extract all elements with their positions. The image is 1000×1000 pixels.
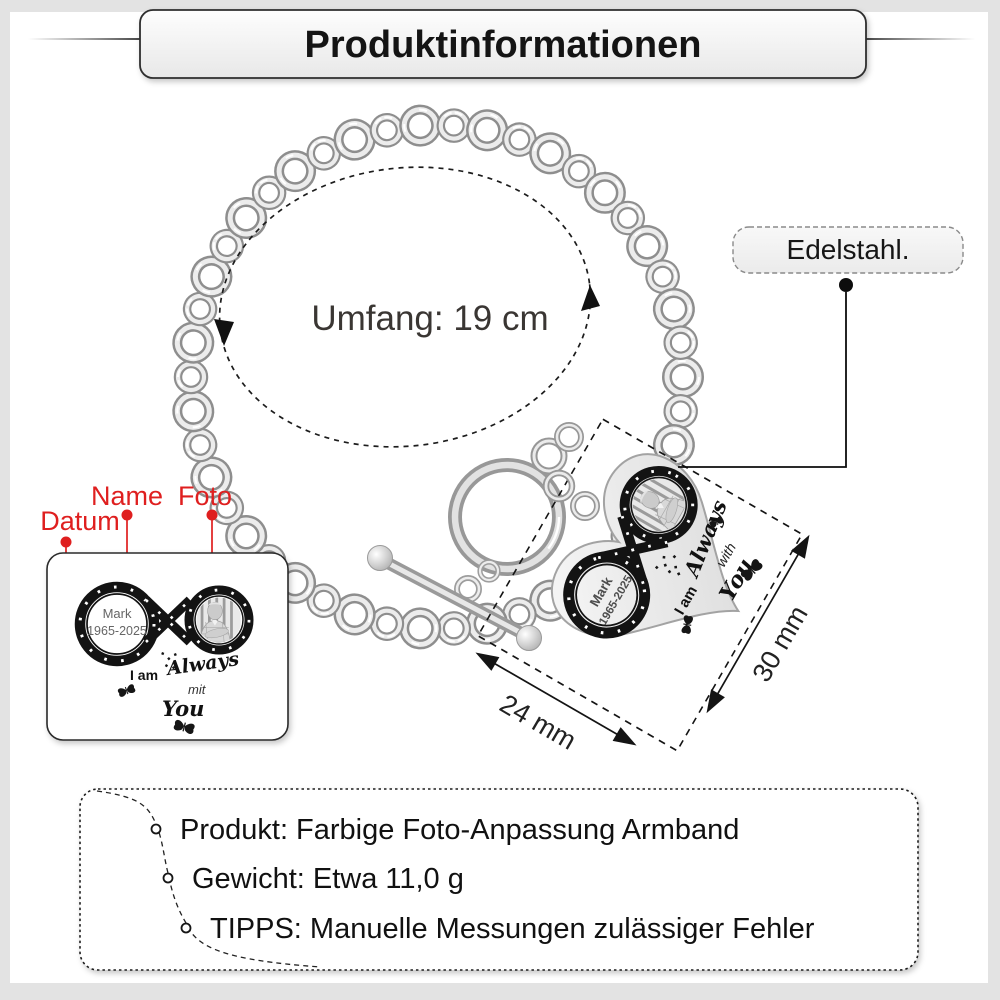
circumference-arrow-left	[214, 319, 234, 346]
circumference-annotation: Umfang: 19 cm	[214, 166, 600, 448]
chain-link	[666, 360, 700, 394]
chain-link	[255, 178, 284, 207]
chain-link	[337, 122, 372, 157]
toggle-bar	[367, 545, 542, 651]
chain-link	[194, 259, 229, 294]
material-label: Edelstahl.	[787, 234, 910, 265]
info-box-border	[79, 788, 919, 971]
engraving-callouts: Datum Name Foto	[40, 481, 232, 635]
engraving-detail-card: Mark 1965-2025 I am Always mit You	[46, 552, 289, 741]
callout-name-label: Name	[91, 481, 163, 511]
material-callout: Edelstahl.	[678, 226, 964, 468]
chain-link	[656, 428, 691, 462]
title-box	[139, 9, 867, 79]
title-bar: Produktinformationen	[28, 9, 975, 79]
chain-link	[372, 116, 401, 145]
dimension-bounding-box	[476, 418, 804, 752]
circumference-label: Umfang: 19 cm	[311, 299, 548, 338]
chain-link	[533, 136, 568, 171]
chain-link	[177, 363, 205, 391]
charm-hanger-rings	[530, 422, 600, 521]
card-text-mit: mit	[188, 682, 207, 697]
toggle-clasp	[367, 458, 566, 651]
card-years: 1965-2025	[87, 624, 147, 638]
chain-link	[403, 108, 438, 143]
chain-link	[194, 460, 229, 495]
chain-link	[439, 614, 468, 643]
chain-link	[176, 394, 211, 429]
chain-link	[337, 597, 372, 632]
callout-foto-label: Foto	[178, 481, 232, 511]
info-box: Produkt: Farbige Foto-Anpassung Armband …	[79, 788, 919, 971]
chain-link	[564, 157, 593, 186]
page-title: Produktinformationen	[305, 24, 702, 66]
chain-link	[587, 175, 622, 210]
charm-confetti	[654, 554, 681, 576]
info-bullet-3	[180, 922, 192, 934]
callout-datum-label: Datum	[40, 506, 120, 536]
info-weight: Gewicht: Etwa 11,0 g	[192, 863, 464, 895]
chain-link	[372, 609, 401, 638]
chain-link	[656, 292, 691, 326]
chain-link	[186, 431, 215, 459]
circumference-arrow-right	[581, 285, 600, 311]
info-bullet-2	[162, 872, 174, 884]
chain-link	[229, 519, 264, 553]
material-connector-line	[678, 292, 847, 468]
card-text-you: You	[162, 696, 204, 721]
card-text-i-am: I am	[130, 667, 158, 683]
material-connector-dot	[839, 278, 853, 292]
chain-link	[505, 125, 534, 154]
chain-link	[229, 201, 264, 236]
info-product: Produkt: Farbige Foto-Anpassung Armband	[180, 814, 739, 846]
chain-link	[613, 203, 642, 232]
chain-link	[176, 325, 211, 360]
chain-link	[470, 113, 505, 148]
chain-link	[666, 397, 695, 426]
chain-link	[403, 611, 438, 646]
chain-link	[212, 232, 241, 261]
info-bullet-1	[150, 823, 162, 835]
heart-charm: Mark 1965-2025 I am Always with You	[550, 453, 765, 639]
info-tips: TIPPS: Manuelle Messungen zulässiger Feh…	[210, 913, 815, 945]
card-confetti	[161, 652, 177, 670]
chain-link	[647, 261, 678, 292]
chain-link	[309, 586, 338, 615]
chain-link	[665, 327, 696, 358]
chain-link	[186, 295, 215, 323]
material-label-box	[732, 226, 964, 274]
card-name: Mark	[103, 606, 132, 621]
